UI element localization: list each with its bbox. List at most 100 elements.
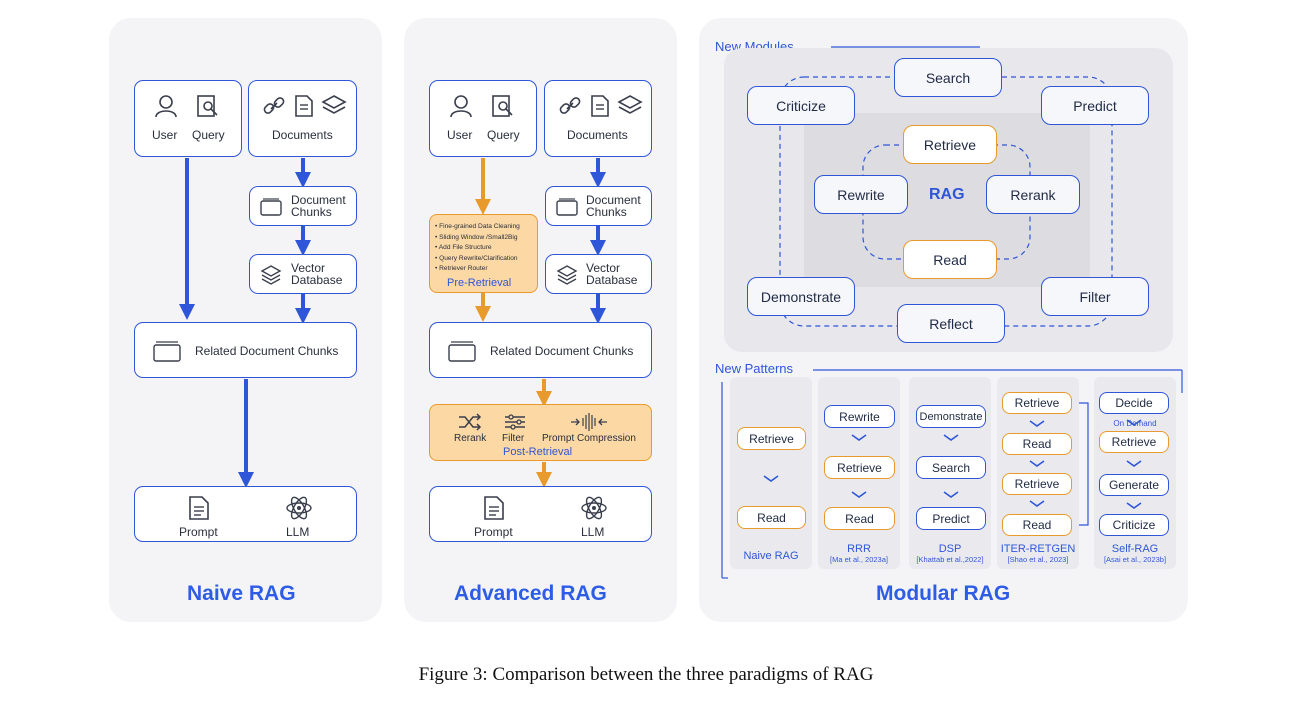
pattern-name: Self-RAG xyxy=(1111,543,1159,555)
pattern-name: ITER-RETGEN xyxy=(1000,543,1076,555)
pattern-step: Retrieve xyxy=(1002,392,1072,414)
adv-vector-database-box: Vector Database xyxy=(545,254,652,294)
documents-box: Documents xyxy=(248,80,357,157)
related-chunks-box: Related Document Chunks xyxy=(134,322,357,378)
document-chunks-box: Document Chunks xyxy=(249,186,357,226)
figure-caption: Figure 3: Comparison between the three p… xyxy=(418,664,874,685)
pattern-step: Retrieve xyxy=(1002,473,1072,495)
module-reflect: Reflect xyxy=(897,304,1005,343)
pre-retrieval-box: • Fine-grained Data Cleaning • Sliding W… xyxy=(429,214,538,293)
atom-icon xyxy=(286,496,312,520)
user-icon xyxy=(450,95,472,118)
query-label: Query xyxy=(192,128,225,142)
prompt-icon xyxy=(484,496,504,520)
pattern-step: Read xyxy=(737,506,806,529)
pre-item: • Add File Structure xyxy=(435,244,492,251)
user-label: User xyxy=(152,128,178,142)
shuffle-icon xyxy=(459,413,482,431)
document-icon xyxy=(295,95,313,117)
llm-label: LLM xyxy=(581,525,605,539)
pattern-column xyxy=(730,377,812,569)
pre-retrieval-title: Pre-Retrieval xyxy=(447,277,512,289)
pre-item: • Fine-grained Data Cleaning xyxy=(435,223,520,230)
vector-database-label: Vector Database xyxy=(586,261,638,287)
pattern-step: Generate xyxy=(1099,474,1169,496)
adv-user-query-box: User Query xyxy=(429,80,537,157)
pre-item: • Sliding Window /Small2Big xyxy=(435,233,518,241)
pattern-citation: [Khattab et al.,2022] xyxy=(916,555,984,564)
pattern-name: RRR xyxy=(847,543,871,555)
pre-item: • Query Rewrite/Clarification xyxy=(435,254,518,262)
pre-item: • Retriever Router xyxy=(435,265,488,272)
user-icon xyxy=(155,95,177,118)
adv-document-chunks-box: Document Chunks xyxy=(545,186,652,226)
module-read: Read xyxy=(903,240,997,279)
adv-related-chunks-box: Related Document Chunks xyxy=(429,322,652,378)
related-chunks-label: Related Document Chunks xyxy=(490,344,634,358)
query-icon xyxy=(197,95,218,117)
pattern-step: Predict xyxy=(916,507,986,530)
document-icon xyxy=(591,95,609,117)
rerank-label: Rerank xyxy=(454,433,487,444)
module-rewrite: Rewrite xyxy=(814,175,908,214)
link-icon xyxy=(263,97,285,114)
filter-sliders-icon xyxy=(505,414,525,430)
compression-icon xyxy=(571,413,607,431)
pattern-citation: [Ma et al., 2023a] xyxy=(830,555,888,564)
on-demand-note: On Demand xyxy=(1113,419,1157,428)
module-rerank: Rerank xyxy=(986,175,1080,214)
advanced-rag-title: Advanced RAG xyxy=(454,582,607,605)
prompt-icon xyxy=(189,496,209,520)
naive-rag-title: Naive RAG xyxy=(187,582,296,605)
query-label: Query xyxy=(487,128,520,142)
vector-database-label: Vector Database xyxy=(291,261,343,287)
prompt-label: Prompt xyxy=(474,525,513,539)
pattern-citation: [Asai et al., 2023b] xyxy=(1103,555,1167,564)
link-icon xyxy=(559,97,581,114)
prompt-llm-box: Prompt LLM xyxy=(134,486,357,542)
post-retrieval-box: Rerank Filter Prompt Compression Post-Re… xyxy=(429,404,652,461)
rag-center-label: RAG xyxy=(929,186,965,203)
adv-documents-box: Documents xyxy=(544,80,652,157)
pattern-step: Read xyxy=(824,507,895,530)
folder-icon xyxy=(153,341,181,362)
module-retrieve: Retrieve xyxy=(903,125,997,164)
pattern-step: Retrieve xyxy=(824,456,895,479)
database-layers-icon xyxy=(556,265,578,285)
documents-label: Documents xyxy=(272,128,333,142)
document-chunks-label: Document Chunks xyxy=(291,193,346,219)
llm-label: LLM xyxy=(286,525,310,539)
pattern-step: Search xyxy=(916,456,986,479)
query-icon xyxy=(492,95,513,117)
user-label: User xyxy=(447,128,473,142)
module-demonstrate: Demonstrate xyxy=(747,277,855,316)
pattern-citation: [Shao et al., 2023] xyxy=(1007,555,1069,564)
pre-retrieval-list: • Fine-grained Data Cleaning • Sliding W… xyxy=(435,222,520,275)
atom-icon xyxy=(581,496,607,520)
pattern-name: Naive RAG xyxy=(743,550,799,562)
pattern-step: Read xyxy=(1002,433,1072,455)
vector-database-box: Vector Database xyxy=(249,254,357,294)
folder-icon xyxy=(260,198,282,216)
adv-prompt-llm-box: Prompt LLM xyxy=(429,486,652,542)
layers-icon xyxy=(321,95,347,114)
module-filter: Filter xyxy=(1041,277,1149,316)
database-layers-icon xyxy=(260,265,282,285)
prompt-label: Prompt xyxy=(179,525,218,539)
module-predict: Predict xyxy=(1041,86,1149,125)
folder-icon xyxy=(448,341,476,362)
prompt-compression-label: Prompt Compression xyxy=(542,433,636,444)
pattern-step: Rewrite xyxy=(824,405,895,428)
pattern-name: DSP xyxy=(938,543,962,555)
layers-icon xyxy=(617,95,643,114)
module-search: Search xyxy=(894,58,1002,97)
post-retrieval-title: Post-Retrieval xyxy=(503,446,573,458)
modular-rag-title: Modular RAG xyxy=(876,582,1011,605)
pattern-step: Retrieve xyxy=(737,427,806,450)
document-chunks-label: Document Chunks xyxy=(586,193,641,219)
pattern-step: Decide xyxy=(1099,392,1169,414)
pattern-step: Read xyxy=(1002,514,1072,536)
related-chunks-label: Related Document Chunks xyxy=(195,344,339,358)
user-query-box: User Query xyxy=(134,80,242,157)
